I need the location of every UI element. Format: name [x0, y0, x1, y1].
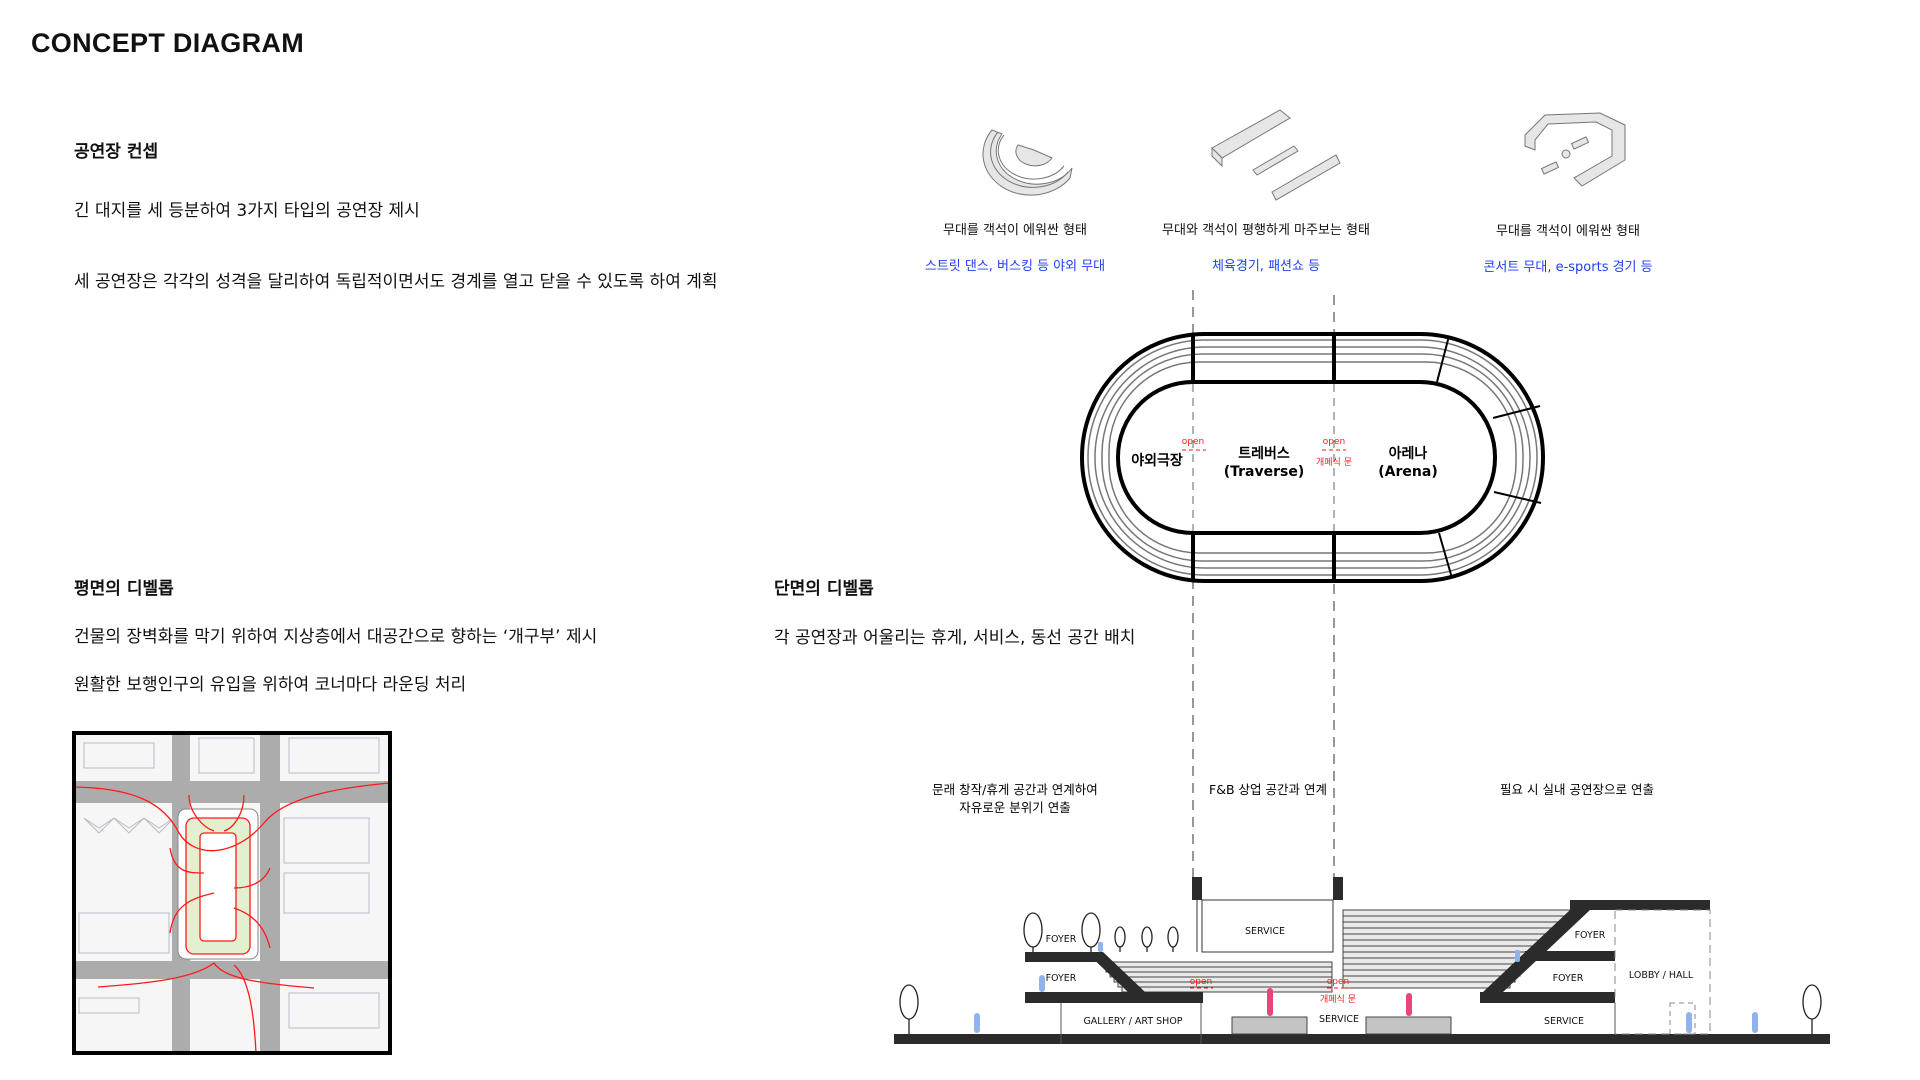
label-service-right: SERVICE	[1544, 1016, 1584, 1027]
traverse-label-ko: 트레버스	[1238, 445, 1290, 462]
section-caption-left-1: 문래 창작/휴게 공간과 연계하여	[932, 782, 1098, 797]
label-foyer-lower-left: FOYER	[1046, 973, 1077, 984]
concept-heading: 공연장 컨셉	[74, 142, 159, 162]
arena-icon	[1524, 112, 1626, 187]
section-drawing: 문래 창작/휴게 공간과 연계하여 자유로운 분위기 연출 F&B 상업 공간과…	[894, 782, 1830, 1044]
traverse-stage-icon	[1211, 109, 1341, 201]
section-caption-left-2: 자유로운 분위기 연출	[959, 800, 1070, 815]
label-foyer-upper-left: FOYER	[1046, 934, 1077, 945]
arena-label-ko: 아레나	[1389, 445, 1428, 462]
arena-label-en: (Arena)	[1378, 464, 1437, 480]
amphitheater-icon	[982, 129, 1073, 196]
label-lobby-hall: LOBBY / HALL	[1629, 970, 1694, 981]
type-3-use: 콘서트 무대, e-sports 경기 등	[1483, 260, 1653, 275]
concept-line-1: 긴 대지를 세 등분하여 3가지 타입의 공연장 제시	[74, 201, 420, 221]
type-2-use: 체육경기, 패션쇼 등	[1211, 259, 1321, 274]
section-open-left: open	[1190, 977, 1212, 987]
plan-line-2: 원활한 보행인구의 유입을 위하여 코너마다 라운딩 처리	[74, 675, 467, 695]
open-label-left: open	[1182, 437, 1204, 447]
type-3-desc: 무대를 객석이 에워싼 형태	[1496, 224, 1640, 239]
section-caption-mid: F&B 상업 공간과 연계	[1209, 782, 1327, 797]
label-service-upper: SERVICE	[1245, 926, 1285, 937]
open-label-right: open	[1323, 437, 1345, 447]
plan-line-1: 건물의 장벽화를 막기 위하여 지상층에서 대공간으로 향하는 ‘개구부’ 제시	[74, 627, 598, 647]
section-guide-lines	[1192, 290, 1335, 880]
label-service-middle: SERVICE	[1319, 1014, 1359, 1025]
stadium-plan: 야외극장 트레버스 (Traverse) 아레나 (Arena) open op…	[1080, 332, 1545, 583]
label-gallery: GALLERY / ART SHOP	[1083, 1016, 1182, 1027]
site-plan-map	[72, 731, 392, 1055]
section-heading: 단면의 디벨롭	[774, 579, 874, 599]
person-icons	[974, 942, 1758, 1033]
section-caption-right: 필요 시 실내 공연장으로 연출	[1500, 782, 1654, 797]
plan-heading: 평면의 디벨롭	[74, 579, 174, 599]
section-line-1: 각 공연장과 어울리는 휴게, 서비스, 동선 공간 배치	[774, 628, 1136, 648]
section-open-right: open	[1327, 977, 1349, 987]
label-foyer-lower-right: FOYER	[1553, 973, 1584, 984]
type-1-use: 스트릿 댄스, 버스킹 등 야외 무대	[924, 259, 1106, 274]
label-foyer-upper-right: FOYER	[1575, 930, 1606, 941]
page-title: CONCEPT DIAGRAM	[31, 28, 304, 58]
section-door-label: 개폐식 문	[1320, 993, 1356, 1005]
outdoor-theater-label: 야외극장	[1131, 452, 1183, 469]
stage-block	[1365, 1016, 1452, 1035]
door-label: 개폐식 문	[1316, 456, 1352, 468]
stage-block	[1231, 1016, 1308, 1035]
type-2-desc: 무대와 객석이 평행하게 마주보는 형태	[1162, 223, 1370, 238]
traverse-label-en: (Traverse)	[1224, 464, 1305, 480]
tree-icons	[899, 912, 1822, 1034]
concept-line-2: 세 공연장은 각각의 성격을 달리하여 독립적이면서도 경계를 열고 닫을 수 …	[74, 272, 718, 292]
ground-slab	[894, 1034, 1830, 1044]
type-1-desc: 무대를 객석이 에워싼 형태	[943, 223, 1087, 238]
